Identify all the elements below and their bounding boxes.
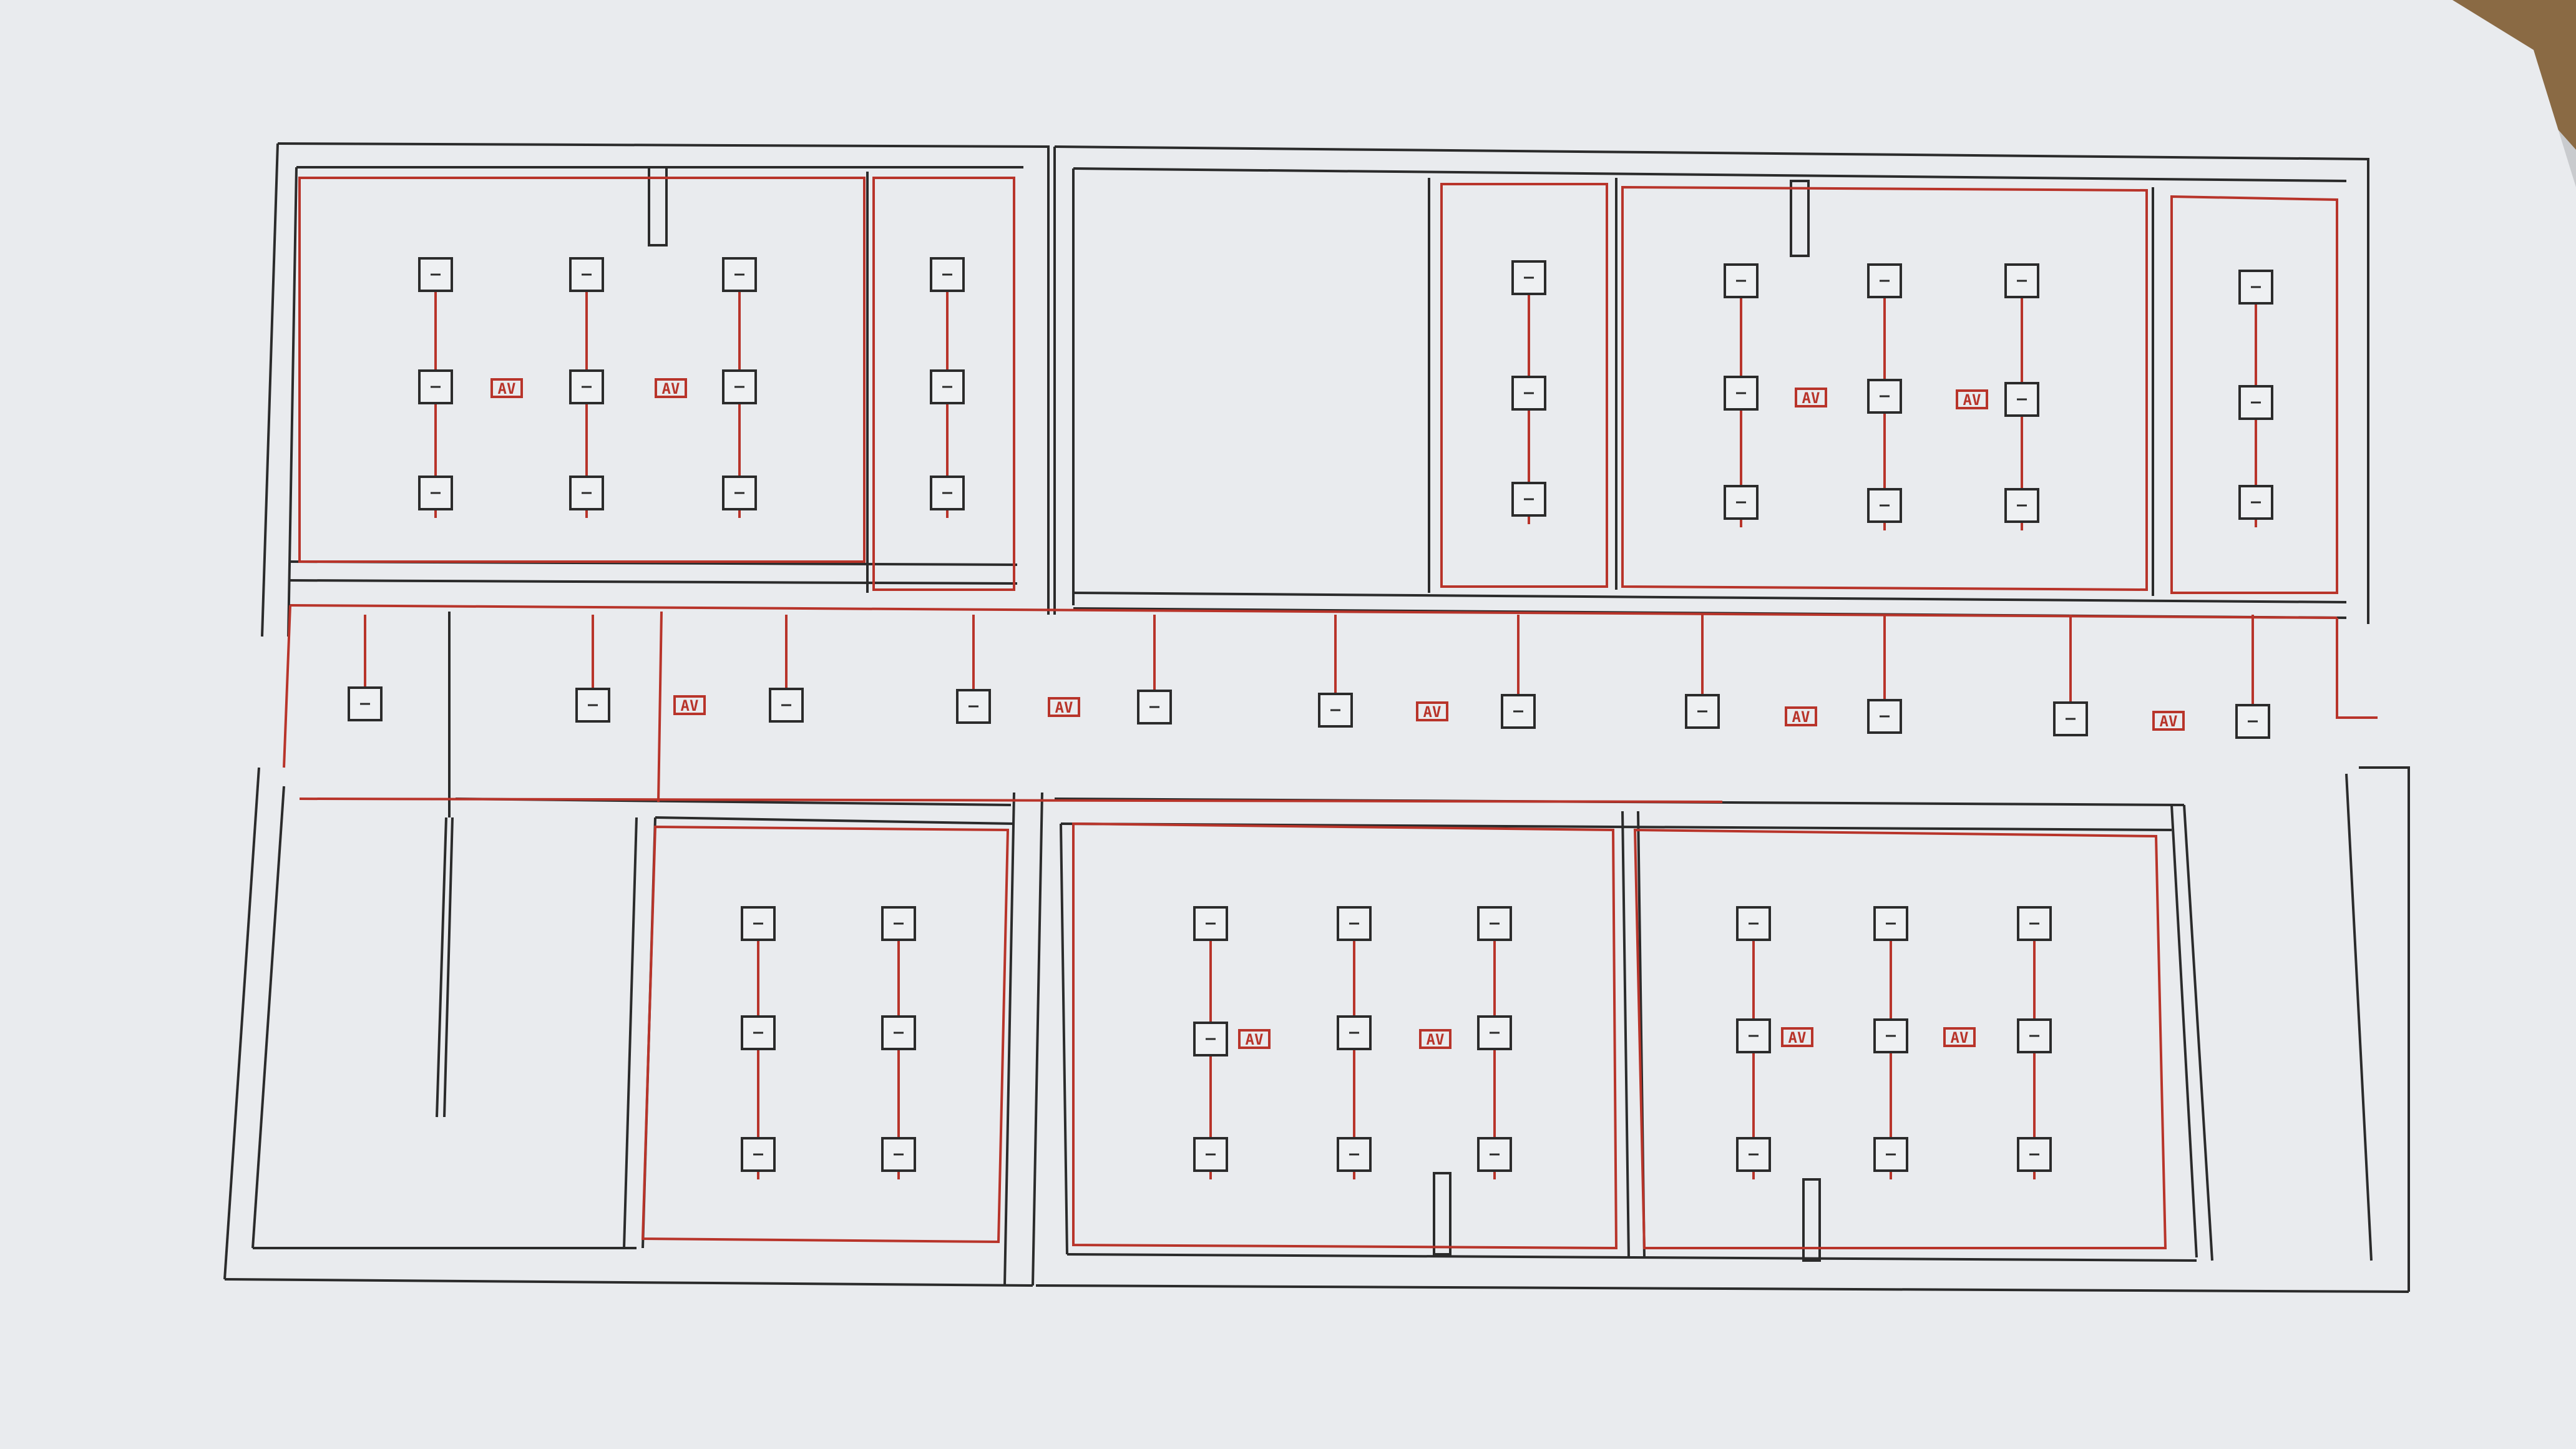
distribution-box-label-icon (1419, 1029, 1451, 1049)
distribution-box-label-icon (673, 695, 706, 715)
ceiling-light-fixture-icon (1193, 906, 1228, 941)
panel-tag-label: AV (1788, 1029, 1807, 1046)
distribution-box-label-icon (1795, 388, 1827, 407)
panel-tag-label: AV (1792, 708, 1810, 726)
distribution-box-label-icon (1956, 389, 1988, 409)
ceiling-light-fixture-icon (722, 257, 757, 292)
distribution-box-label-icon (1416, 701, 1448, 721)
distribution-box-label-icon (1785, 706, 1817, 726)
ceiling-light-fixture-icon (930, 476, 965, 510)
electrical-circuit (283, 177, 2378, 1250)
panel-tag-label: AV (1055, 699, 1073, 716)
panel-tag-label: AV (1802, 389, 1820, 407)
distribution-box-label-icon (655, 378, 687, 398)
panel-tag-label: AV (2160, 713, 2178, 730)
ceiling-light-fixture-icon (1511, 376, 1546, 411)
panel-tag-label: AV (662, 380, 680, 398)
panel-tag-label: AV (1951, 1029, 1969, 1046)
distribution-box-label-icon (1238, 1029, 1271, 1049)
panel-tag-label: AV (1427, 1031, 1445, 1048)
distribution-box-label-icon (1943, 1027, 1976, 1047)
fixture-layer: AV AV AV AV AV AV AV AV AV AV AV AV AV (348, 257, 2273, 1179)
ceiling-light-fixture-icon (569, 369, 604, 404)
distribution-box-label-icon (1048, 697, 1080, 717)
ceiling-light-fixture-icon (1501, 694, 1536, 729)
ceiling-light-fixture-icon (1736, 1018, 1771, 1053)
ceiling-light-fixture-icon (1867, 699, 1902, 734)
distribution-box-label-icon (2152, 711, 2185, 731)
ceiling-light-fixture-icon (769, 688, 804, 723)
ceiling-light-fixture-icon (2053, 701, 2088, 736)
panel-tag-label: AV (1963, 391, 1981, 409)
ceiling-light-fixture-icon (1193, 1137, 1228, 1172)
ceiling-light-fixture-icon (930, 257, 965, 292)
distribution-box-label-icon (490, 378, 523, 398)
panel-tag-label: AV (1246, 1031, 1264, 1048)
ceiling-light-fixture-icon (418, 369, 453, 404)
ceiling-light-fixture-icon (1724, 485, 1759, 520)
distribution-box-label-icon (1781, 1027, 1813, 1047)
panel-tag-label: AV (1423, 703, 1442, 721)
panel-tag-label: AV (681, 697, 699, 715)
panel-tag-label: AV (498, 380, 516, 398)
